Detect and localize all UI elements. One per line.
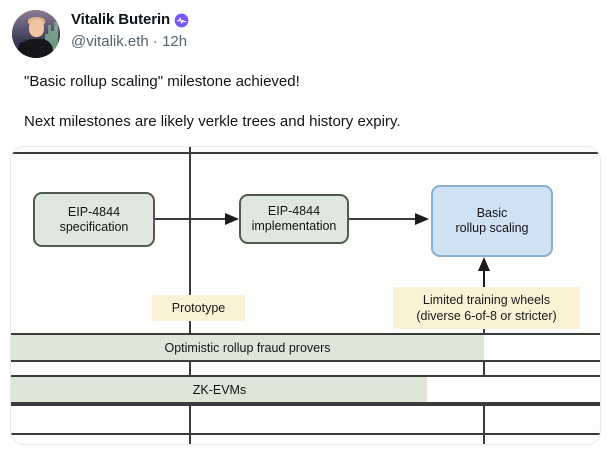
- node-eip4844-specification[interactable]: EIP-4844 specification: [33, 192, 155, 247]
- node-label: EIP-4844 specification: [60, 205, 129, 235]
- tweet-header: Vitalik Buterin @vitalik.eth · 12h: [12, 10, 599, 58]
- bar-fill: [11, 335, 484, 360]
- bar-fill: [11, 377, 427, 402]
- author-block: Vitalik Buterin @vitalik.eth · 12h: [71, 10, 189, 52]
- tweet-text: "Basic rollup scaling" milestone achieve…: [12, 72, 599, 132]
- avatar[interactable]: [12, 10, 60, 58]
- tweet-paragraph-2: Next milestones are likely verkle trees …: [24, 113, 401, 130]
- node-label-line2: specification: [59, 219, 129, 234]
- bar-label: Optimistic rollup fraud provers: [164, 340, 331, 355]
- bar-label: ZK-EVMs: [192, 382, 247, 397]
- node-label-line2: implementation: [251, 219, 337, 233]
- node-label-line2: rollup scaling: [455, 221, 529, 235]
- avatar-body: [20, 39, 53, 58]
- tag-label-line1: Limited training wheels: [422, 293, 551, 307]
- avatar-face: [29, 19, 44, 37]
- purple-wave-verified-icon[interactable]: [174, 13, 189, 28]
- node-label: EIP-4844 implementation: [252, 204, 337, 234]
- node-basic-rollup-scaling[interactable]: Basic rollup scaling: [431, 185, 553, 257]
- bar-zk-evms: ZK-EVMs: [11, 375, 600, 404]
- node-label: Basic rollup scaling: [456, 206, 529, 236]
- tweet-media-diagram[interactable]: EIP-4844 specification EIP-4844 implemen…: [10, 146, 601, 445]
- tag-label-line2: (diverse 6-of-8 or stricter): [416, 309, 557, 323]
- display-name[interactable]: Vitalik Buterin: [71, 11, 171, 28]
- handle-and-timestamp[interactable]: @vitalik.eth · 12h: [71, 32, 188, 50]
- tag-limited-training-wheels: Limited training wheels (diverse 6-of-8 …: [393, 287, 580, 329]
- roadmap-diagram: EIP-4844 specification EIP-4844 implemen…: [11, 147, 600, 444]
- node-label-line1: EIP-4844: [67, 204, 121, 219]
- bar-optimistic-rollup-fraud-provers: Optimistic rollup fraud provers: [11, 333, 600, 362]
- display-name-row: Vitalik Buterin: [71, 11, 189, 30]
- node-label-line1: EIP-4844: [267, 204, 321, 218]
- tag-label: Prototype: [171, 301, 226, 315]
- tweet-container: Vitalik Buterin @vitalik.eth · 12h "Basi…: [0, 0, 611, 132]
- node-eip4844-implementation[interactable]: EIP-4844 implementation: [239, 194, 349, 244]
- node-label-line1: Basic: [476, 206, 508, 220]
- tag-prototype: Prototype: [152, 295, 245, 321]
- tweet-paragraph-1: "Basic rollup scaling" milestone achieve…: [24, 73, 300, 90]
